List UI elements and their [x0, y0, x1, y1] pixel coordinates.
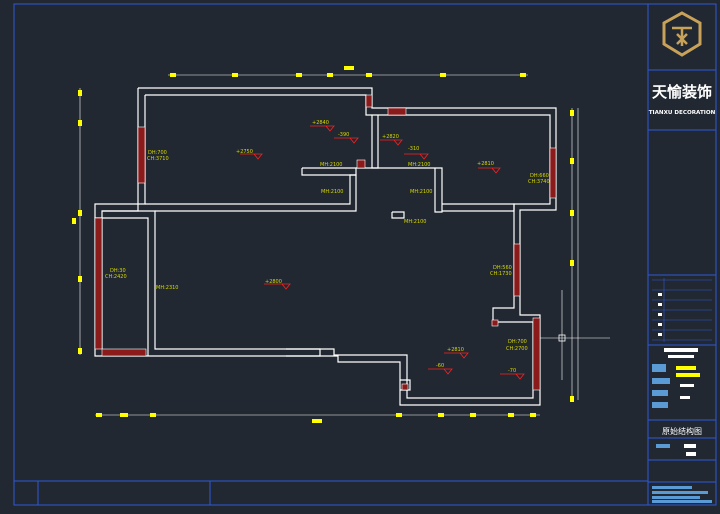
- kitchen-dh-label: DH:700: [508, 339, 527, 345]
- balcony-dh-label: DH:30: [110, 268, 126, 274]
- door3-mh-label: MH:2100: [408, 162, 430, 168]
- windows: [94, 94, 557, 391]
- cursor-crosshair: [558, 334, 566, 342]
- drawing-frame: [13, 3, 717, 506]
- bedroom2-level-a-label: +2820: [382, 134, 399, 140]
- bath-level-label: -60: [436, 363, 444, 369]
- right-dh-label: DH:560: [493, 265, 512, 271]
- door2-mh-label: MH:2100: [321, 189, 343, 195]
- kitchen-level-label: +2810: [447, 347, 464, 353]
- level-markers: [240, 125, 525, 380]
- bedroom1-level-a-label: +2840: [312, 120, 329, 126]
- balcony-ch-label: CH:2420: [105, 274, 127, 280]
- dimension-markers: [72, 66, 574, 423]
- bedroom1-ch-label: CH:3710: [147, 156, 169, 162]
- bedroom2-level-label: +2810: [477, 161, 494, 167]
- bedroom1-dh-label: DH:700: [148, 150, 167, 156]
- bedroom2-level-b-label: -310: [408, 146, 419, 152]
- bedroom1-level-b-label: -390: [338, 132, 349, 138]
- door5-mh-label: MH:2100: [404, 219, 426, 225]
- living-mh-label: MH:2310: [156, 285, 178, 291]
- kitchen-ch-label: CH:2700: [506, 346, 528, 352]
- door1-mh-label: MH:2100: [320, 162, 342, 168]
- bedroom2-dh-label: DH:660: [530, 173, 549, 179]
- living-level-label: +2800: [265, 279, 282, 285]
- kitchen-level-b-label: -70: [508, 368, 516, 374]
- drawing-title: 原始结构图: [662, 426, 702, 436]
- title-block-footer: [652, 444, 712, 503]
- company-name-en: TIANXU DECORATION: [649, 110, 716, 116]
- door4-mh-label: MH:2100: [410, 189, 432, 195]
- company-name-cn: 天愉装饰: [652, 83, 712, 101]
- company-logo: [662, 11, 702, 57]
- bedroom2-ch-label: CH:3740: [528, 179, 550, 185]
- title-block-table: [652, 278, 712, 408]
- bedroom1-level-label: +2750: [236, 149, 253, 155]
- walls: [94, 87, 557, 406]
- dimension-lines: [79, 74, 610, 416]
- right-ch-label: CH:1730: [490, 271, 512, 277]
